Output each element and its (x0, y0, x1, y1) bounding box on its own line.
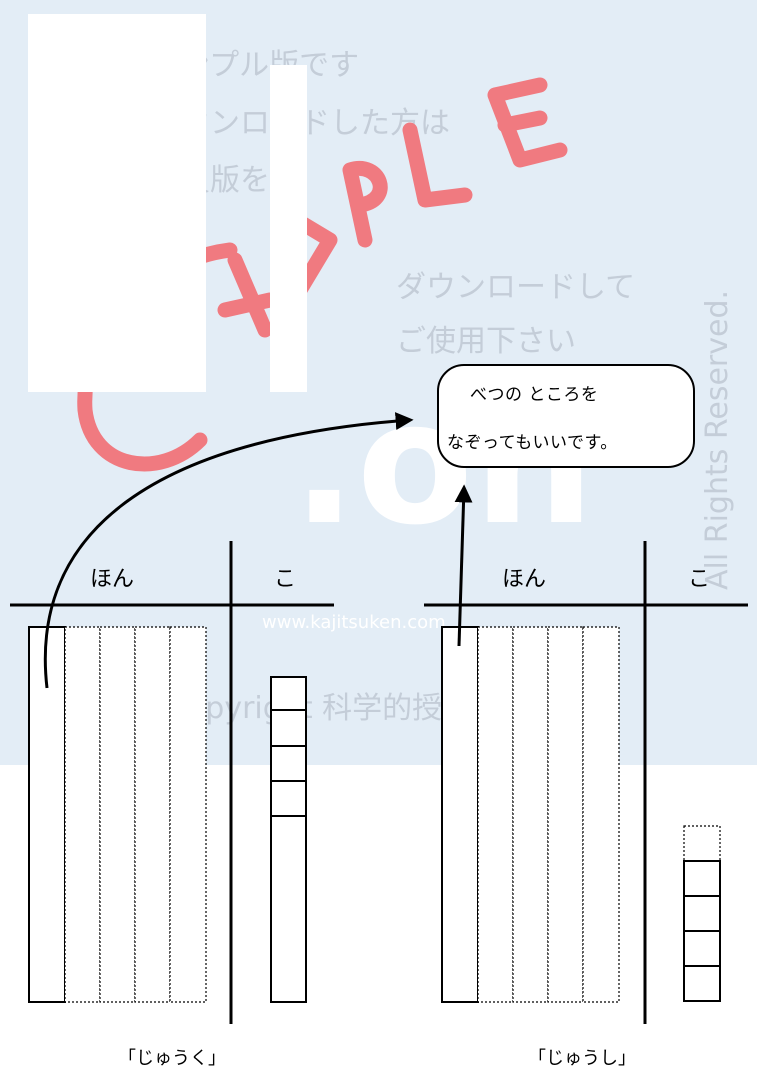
watermark-url: www.kajitsuken.com (262, 612, 446, 633)
straight-arrow (454, 484, 473, 647)
curved-arrow (43, 412, 414, 689)
header-ko: こ (688, 567, 711, 592)
ten-stick-dotted (64, 626, 101, 1003)
unit-cube (683, 860, 721, 897)
unit-cube (683, 895, 721, 932)
ten-stick-dotted (582, 626, 620, 1003)
ten-stick-dotted (547, 626, 584, 1003)
bubble-text-line1: べつの ところを (470, 385, 599, 405)
header-hon: ほん (90, 567, 135, 592)
blank-mask (28, 14, 206, 392)
blank-mask (270, 65, 307, 392)
ten-stick-solid (441, 626, 479, 1003)
ten-stick-dotted (512, 626, 549, 1003)
bubble-text-line2: なぞってもいいです。 (447, 433, 618, 453)
speech-bubble (437, 364, 695, 468)
caption-right: 「じゅうし」 (528, 1048, 636, 1069)
caption-left: 「じゅうく」 (118, 1048, 226, 1069)
ten-stick-dotted (99, 626, 136, 1003)
unit-cube (683, 965, 721, 1002)
ten-stick-dotted (134, 626, 171, 1003)
unit-cube (683, 930, 721, 967)
header-hon: ほん (502, 567, 547, 592)
unit-column (270, 676, 307, 1003)
ten-stick-dotted (477, 626, 514, 1003)
ten-stick-dotted (169, 626, 207, 1003)
unit-cube-dotted (683, 825, 721, 862)
header-ko: こ (274, 567, 297, 592)
watermark-text: ご使用下さい (396, 324, 576, 359)
watermark-text: ダウンロードして (396, 270, 636, 305)
